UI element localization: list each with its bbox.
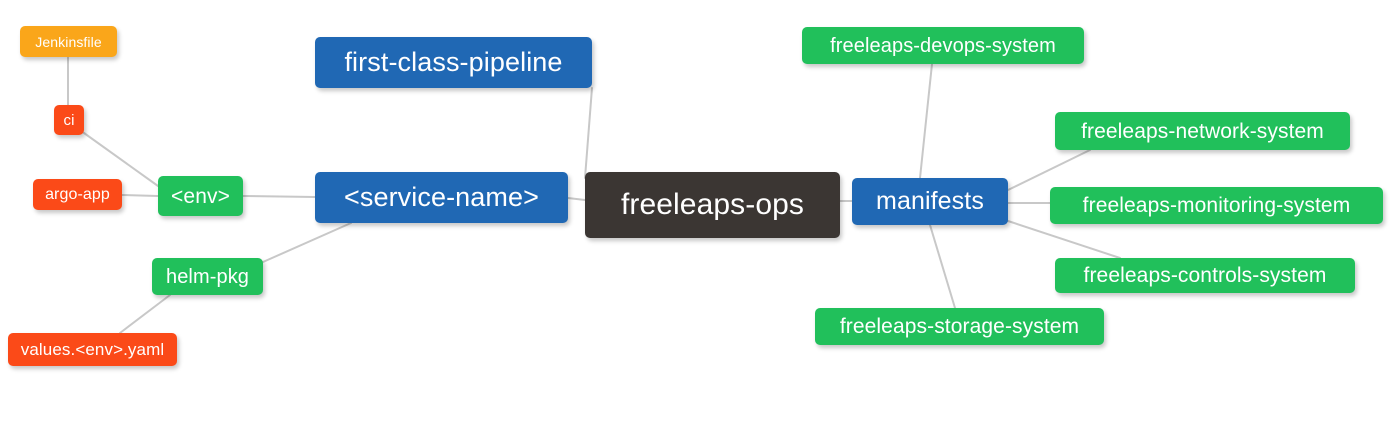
mindmap-node-first-class-pipeline[interactable]: first-class-pipeline [315, 37, 592, 88]
mindmap-node-label: values.<env>.yaml [20, 340, 165, 359]
mindmap-node-label: helm-pkg [165, 265, 250, 288]
mindmap-node-label: freeleaps-monitoring-system [1082, 194, 1351, 217]
mindmap-node-label: freeleaps-ops [620, 188, 805, 221]
edge-service-pipeline [584, 87, 593, 179]
edge-manifests-controls [1007, 220, 1121, 259]
edge-helm-values [119, 294, 171, 334]
mindmap-node-ci[interactable]: ci [54, 105, 84, 135]
mindmap-node-argo-app[interactable]: argo-app [33, 179, 122, 210]
mindmap-node-helm-pkg[interactable]: helm-pkg [152, 258, 263, 295]
mindmap-node-jenkinsfile[interactable]: Jenkinsfile [20, 26, 117, 57]
edge-service-env [242, 195, 316, 198]
mindmap-node-manifests[interactable]: manifests [852, 178, 1008, 225]
mindmap-node-freeleaps-ops[interactable]: freeleaps-ops [585, 172, 840, 238]
mindmap-node-values-env-yaml[interactable]: values.<env>.yaml [8, 333, 177, 366]
mindmap-node-label: first-class-pipeline [344, 47, 563, 77]
mindmap-node-freeleaps-controls-system[interactable]: freeleaps-controls-system [1055, 258, 1355, 293]
mindmap-node-label: freeleaps-controls-system [1083, 264, 1327, 287]
mindmap-node-freeleaps-devops-system[interactable]: freeleaps-devops-system [802, 27, 1084, 64]
mindmap-node-freeleaps-network-system[interactable]: freeleaps-network-system [1055, 112, 1350, 150]
mindmap-node-freeleaps-storage-system[interactable]: freeleaps-storage-system [815, 308, 1104, 345]
edge-manifests-storage [929, 224, 956, 309]
mindmap-node-label: <env> [171, 184, 230, 208]
mindmap-node-label: argo-app [45, 185, 110, 203]
edge-manifests-devops [919, 63, 933, 179]
edge-ops-service [567, 197, 586, 201]
edge-env-argo [121, 194, 159, 197]
mindmap-node-service-name[interactable]: <service-name> [315, 172, 568, 223]
mindmap-node-label: ci [63, 111, 75, 129]
mindmap-node-label: freeleaps-network-system [1081, 119, 1324, 143]
mindmap-node-label: freeleaps-storage-system [839, 315, 1080, 338]
mindmap-node-label: freeleaps-devops-system [830, 34, 1056, 57]
mindmap-node-label: <service-name> [344, 182, 539, 212]
mindmap-node-freeleaps-monitoring-system[interactable]: freeleaps-monitoring-system [1050, 187, 1383, 224]
mindmap-node-env[interactable]: <env> [158, 176, 243, 216]
mindmap-node-label: manifests [876, 187, 984, 215]
edge-manifests-network [1007, 149, 1091, 191]
mindmap-node-label: Jenkinsfile [35, 33, 102, 50]
edge-service-helm [262, 222, 352, 263]
